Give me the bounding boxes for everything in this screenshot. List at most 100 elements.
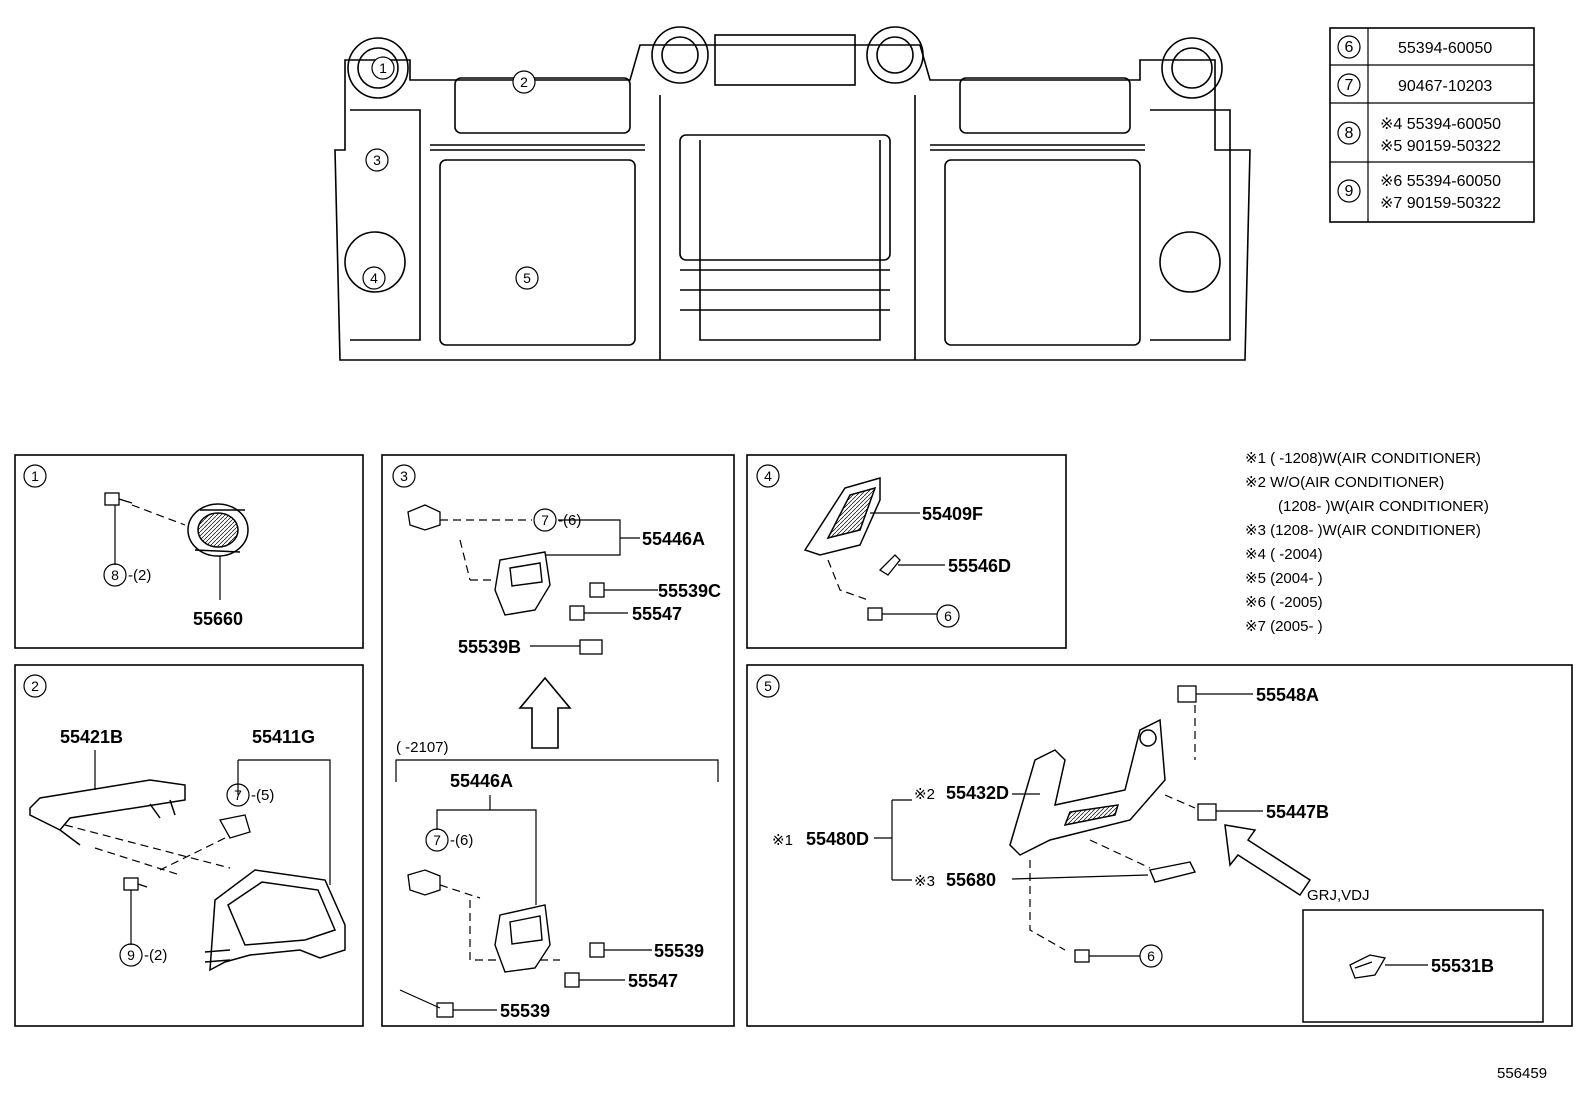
panel-1-label: 1 xyxy=(31,468,39,484)
mark-mid: ※2 xyxy=(914,786,935,803)
panel-2-qty-b: -(2) xyxy=(144,947,167,964)
part-55539C: 55539C xyxy=(658,581,721,601)
panel-5-callout: 6 xyxy=(1147,948,1155,964)
part-55547-lower: 55547 xyxy=(628,971,678,991)
diagonal-arrow-icon xyxy=(1224,824,1312,897)
overview-callout-label-3: 3 xyxy=(373,152,381,168)
overview-callout-4 xyxy=(362,266,386,290)
part-55409F: 55409F xyxy=(922,504,983,524)
meter-cluster-panel-icon xyxy=(204,869,346,972)
instrument-panel-overview xyxy=(334,26,1251,361)
panel-4: 4 55409F 55546D 6 xyxy=(746,454,1067,649)
note-7: ※7 (2005- ) xyxy=(1245,618,1323,635)
note-2b: (1208- )W(AIR CONDITIONER) xyxy=(1278,498,1489,515)
part-number-table: 6 7 8 9 55394-60050 90467-10203 ※4 55394… xyxy=(1329,27,1535,223)
part-55548A: 55548A xyxy=(1256,685,1319,705)
clip-icon xyxy=(1177,685,1197,703)
meter-hood-icon xyxy=(29,779,186,846)
panel-1-callout: 8 xyxy=(111,567,119,583)
table-ref-7: 7 xyxy=(1345,77,1354,94)
clip-icon xyxy=(569,582,605,655)
overview-callout-1 xyxy=(371,56,395,80)
table-part-9a: ※6 55394-60050 xyxy=(1380,173,1501,190)
overview-callout-2 xyxy=(512,70,536,94)
clip-icon xyxy=(878,554,901,576)
table-part-6: 55394-60050 xyxy=(1398,40,1492,57)
note-4: ※4 ( -2004) xyxy=(1245,546,1323,563)
panel-3-label: 3 xyxy=(400,468,408,484)
overview-callout-label-4: 4 xyxy=(370,270,378,286)
part-55680: 55680 xyxy=(946,870,996,890)
panel-2-qty-a: -(5) xyxy=(251,787,274,804)
grade-label: GRJ,VDJ xyxy=(1307,887,1370,904)
overview-callout-label-5: 5 xyxy=(523,270,531,286)
overview-callout-3 xyxy=(365,148,389,172)
panel-1: 1 55660 8 -(2) xyxy=(14,454,364,649)
part-55432D: 55432D xyxy=(946,783,1009,803)
panel-3-lower-range: ( -2107) xyxy=(396,739,449,756)
diagram-code: 556459 xyxy=(1497,1065,1547,1082)
panel-2-callout-b: 9 xyxy=(127,947,135,963)
table-ref-8: 8 xyxy=(1345,125,1354,142)
table-part-8a: ※4 55394-60050 xyxy=(1380,116,1501,133)
part-55531B: 55531B xyxy=(1431,956,1494,976)
panel-3-callout-upper: 7 xyxy=(541,512,549,528)
panel-5-label: 5 xyxy=(764,678,772,694)
switch-icon xyxy=(1149,861,1197,883)
mark-main: ※1 xyxy=(772,832,793,849)
panel-3: 3 7 -(6) 55446A 55539C 55547 55539B ( xyxy=(381,454,735,1027)
panel-1-qty: -(2) xyxy=(128,567,151,584)
overview-callout-label-2: 2 xyxy=(520,74,528,90)
part-55421B: 55421B xyxy=(60,727,123,747)
overview-callout-5 xyxy=(515,266,539,290)
part-55446A-upper: 55446A xyxy=(642,529,705,549)
panel-2-callout-a: 7 xyxy=(234,787,242,803)
applicability-notes: ※1 ( -1208)W(AIR CONDITIONER) ※2 W/O(AIR… xyxy=(1245,450,1489,635)
note-3: ※3 (1208- )W(AIR CONDITIONER) xyxy=(1245,522,1481,539)
panel-2: 2 55421B 55411G 9 -(2) 7 -(5) xyxy=(14,664,364,1027)
panel-4-callout: 6 xyxy=(944,608,952,624)
note-6: ※6 ( -2005) xyxy=(1245,594,1323,611)
table-ref-6: 6 xyxy=(1345,39,1354,56)
air-vent-icon xyxy=(187,503,249,557)
overview-callouts xyxy=(362,56,539,290)
clip-icon xyxy=(218,814,251,839)
part-55411G: 55411G xyxy=(252,727,315,747)
clip-icon xyxy=(1349,954,1387,979)
clip-icon xyxy=(407,869,441,896)
part-55539-a: 55539 xyxy=(654,941,704,961)
panel-2-label: 2 xyxy=(31,678,39,694)
panel-3-qty-lower: -(6) xyxy=(450,832,473,849)
panel-4-label: 4 xyxy=(764,468,772,484)
grade-inset-box xyxy=(1302,909,1544,1023)
up-arrow-icon xyxy=(518,676,572,749)
speaker-grille-icon xyxy=(803,477,881,556)
part-55546D: 55546D xyxy=(948,556,1011,576)
part-55660: 55660 xyxy=(193,609,243,629)
part-55480D: 55480D xyxy=(806,829,869,849)
table-ref-9: 9 xyxy=(1345,183,1354,200)
panel-3-callout-lower: 7 xyxy=(433,832,441,848)
overview-callout-label-1: 1 xyxy=(379,60,387,76)
part-55446A-lower: 55446A xyxy=(450,771,513,791)
table-part-8b: ※5 90159-50322 xyxy=(1380,138,1501,155)
screw-icon xyxy=(867,607,883,621)
screw-icon xyxy=(1074,949,1090,963)
note-1: ※1 ( -1208)W(AIR CONDITIONER) xyxy=(1245,450,1481,467)
panel-5: 5 55548A 55447B GRJ,VDJ ※1 5548 xyxy=(746,664,1573,1027)
clip-icon xyxy=(1197,803,1217,821)
part-55547-upper: 55547 xyxy=(632,604,682,624)
note-5: ※5 (2004- ) xyxy=(1245,570,1323,587)
mark-low: ※3 xyxy=(914,873,935,890)
table-part-7: 90467-10203 xyxy=(1398,78,1492,95)
part-55539B: 55539B xyxy=(458,637,521,657)
note-2: ※2 W/O(AIR CONDITIONER) xyxy=(1245,474,1444,491)
bracket-icon xyxy=(494,551,551,616)
screw-icon xyxy=(123,877,148,891)
table-part-9b: ※7 90159-50322 xyxy=(1380,195,1501,212)
lower-panel-icon xyxy=(1009,718,1166,856)
bracket-icon xyxy=(494,904,551,973)
part-55447B: 55447B xyxy=(1266,802,1329,822)
part-55539-b: 55539 xyxy=(500,1001,550,1021)
